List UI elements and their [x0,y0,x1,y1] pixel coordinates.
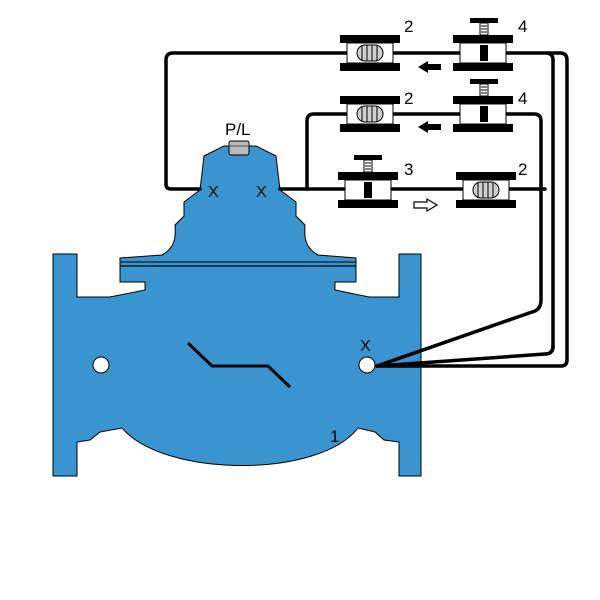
outlet-port-hole [358,356,376,374]
label-port-right: X [256,184,267,201]
flow-arrow-middle [418,121,441,133]
inlet-port-hole [92,356,110,374]
flow-arrow-top [418,61,441,73]
needle-valve-top [453,18,513,71]
label-pressure-indicator: P/L [225,120,251,139]
check-valve-lower [456,172,516,208]
needle-valve-middle [453,79,513,132]
label-needle-valve-top: 4 [518,17,527,36]
label-port-outlet: X [360,338,371,355]
pressure-indicator [228,140,250,156]
flow-arrow-lower [413,197,439,213]
valve-bonnet [119,145,357,263]
tube-outlet-upper [375,344,555,368]
tube-outlet-lower [375,51,569,368]
check-valve-top [340,35,400,71]
tube-middle-loop [305,112,543,368]
label-check-valve-middle: 2 [404,89,413,108]
valve-seat [186,341,292,389]
needle-valve-lower [338,155,398,208]
tube-top-loop [164,51,555,350]
check-valve-middle [340,96,400,132]
label-check-valve-top: 2 [404,17,413,36]
label-check-valve-lower: 2 [518,160,527,179]
label-needle-valve-lower: 3 [404,160,413,179]
main-valve [52,140,422,477]
label-needle-valve-middle: 4 [518,89,527,108]
label-port-left: X [208,184,219,201]
label-main-valve: 1 [330,427,339,446]
